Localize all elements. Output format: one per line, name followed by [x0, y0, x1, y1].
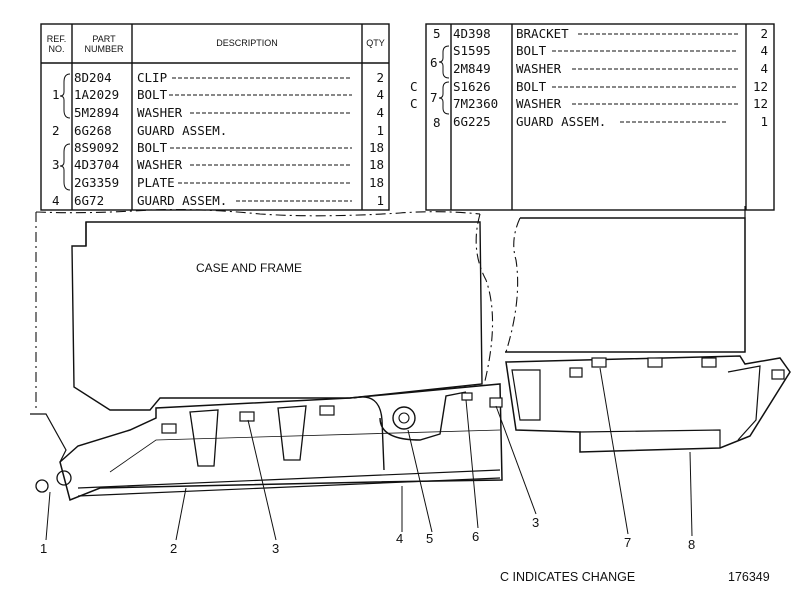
callout-7: 7 — [624, 535, 632, 550]
qty-cell: 18 — [368, 140, 384, 155]
right-table-frame — [425, 23, 775, 211]
qty-cell: 18 — [368, 175, 384, 190]
desc-cell: BRACKET — [516, 26, 569, 41]
ref-cell: 2 — [52, 123, 60, 138]
part-cell: 6G72 — [74, 193, 105, 208]
desc-cell: BOLT — [516, 79, 547, 94]
callout-2: 2 — [170, 541, 178, 556]
qty-cell: 1 — [760, 114, 768, 129]
part-cell: 4D398 — [453, 26, 491, 41]
part-cell: 7M2360 — [453, 96, 499, 111]
ref-cell: 6 — [430, 55, 438, 70]
change-marker: C — [410, 79, 418, 94]
ref-cell: 1 — [52, 87, 60, 102]
part-cell: 8D204 — [74, 70, 112, 85]
figure-number: 176349 — [728, 570, 770, 584]
part-cell: 8S9092 — [74, 140, 120, 155]
desc-cell: BOLT — [516, 43, 547, 58]
part-cell: 5M2894 — [74, 105, 120, 120]
part-cell: 6G225 — [453, 114, 491, 129]
case-and-frame-label: CASE AND FRAME — [196, 261, 303, 275]
desc-cell: BOLT — [137, 87, 168, 102]
callout-8: 8 — [688, 537, 696, 552]
callout-1: 1 — [40, 541, 48, 556]
part-cell: 6G268 — [74, 123, 112, 138]
qty-cell: 2 — [376, 70, 384, 85]
desc-cell: GUARD ASSEM. — [137, 123, 228, 138]
desc-cell: WASHER — [516, 96, 562, 111]
part-cell: 1A2029 — [74, 87, 120, 102]
desc-cell: PLATE — [137, 175, 175, 190]
qty-cell: 4 — [376, 87, 384, 102]
description-header: DESCRIPTION — [216, 38, 278, 48]
part-cell: 4D3704 — [74, 157, 120, 172]
callout-4: 4 — [396, 531, 404, 546]
desc-cell: BOLT — [137, 140, 168, 155]
qty-cell: 12 — [752, 79, 768, 94]
part-number-header: PART NUMBER — [84, 34, 124, 54]
desc-cell: WASHER — [516, 61, 562, 76]
qty-cell: 4 — [760, 61, 768, 76]
desc-cell: WASHER — [137, 157, 183, 172]
ref-cell: 4 — [52, 193, 60, 208]
change-marker: C — [410, 96, 418, 111]
qty-cell: 2 — [760, 26, 768, 41]
qty-cell: 4 — [376, 105, 384, 120]
part-cell: S1626 — [453, 79, 491, 94]
change-note: C INDICATES CHANGE — [500, 570, 636, 584]
left-table-frame — [40, 23, 390, 211]
callout-6: 6 — [472, 529, 480, 544]
ref-cell: 5 — [433, 26, 441, 41]
callout-3-right: 3 — [532, 515, 540, 530]
part-cell: S1595 — [453, 43, 491, 58]
desc-cell: WASHER — [137, 105, 183, 120]
ref-cell: 8 — [433, 115, 441, 130]
callout-5: 5 — [426, 531, 434, 546]
qty-cell: 1 — [376, 123, 384, 138]
part-cell: 2G3359 — [74, 175, 120, 190]
qty-header: QTY — [366, 38, 385, 48]
qty-cell: 1 — [376, 193, 384, 208]
ref-no-header: REF. NO. — [46, 34, 67, 54]
ref-cell: 3 — [52, 157, 60, 172]
qty-cell: 4 — [760, 43, 768, 58]
desc-cell: GUARD ASSEM. — [516, 114, 607, 129]
qty-cell: 12 — [752, 96, 768, 111]
desc-cell: GUARD ASSEM. — [137, 193, 228, 208]
desc-cell: CLIP — [137, 70, 168, 85]
qty-cell: 18 — [368, 157, 384, 172]
part-cell: 2M849 — [453, 61, 491, 76]
callout-3: 3 — [272, 541, 280, 556]
ref-cell: 7 — [430, 90, 438, 105]
